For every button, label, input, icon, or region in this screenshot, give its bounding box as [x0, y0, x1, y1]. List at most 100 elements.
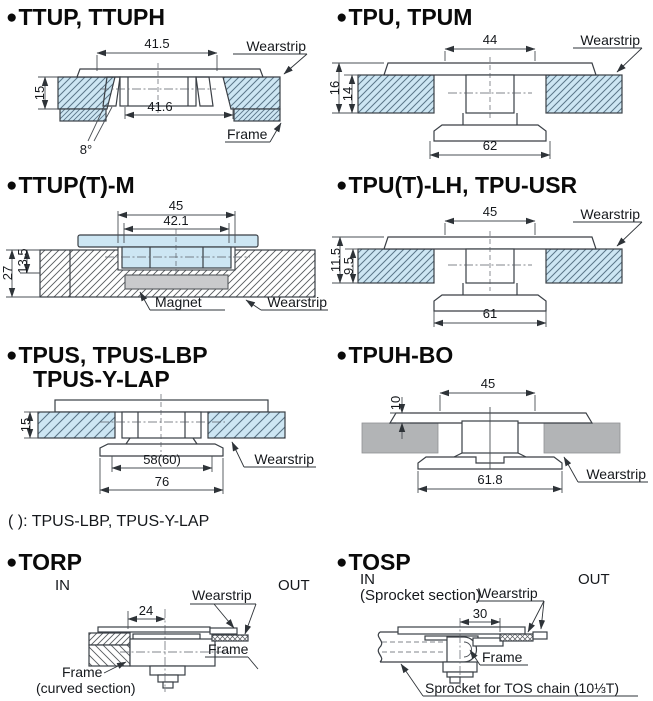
svg-text:Frame: Frame	[482, 649, 523, 665]
svg-text:(curved section): (curved section)	[36, 680, 136, 696]
section-title: ●TPU(T)-LH, TPU-USR	[330, 168, 653, 197]
svg-text:42.1: 42.1	[163, 213, 188, 228]
svg-text:Wearstrip: Wearstrip	[580, 32, 640, 48]
svg-text:45: 45	[483, 204, 497, 219]
svg-text:11.5: 11.5	[330, 248, 343, 272]
section-title: ●TOSP	[330, 545, 653, 574]
dimension-height-outer: 16	[330, 62, 384, 114]
frame-curved-block	[88, 632, 131, 667]
svg-text:Wearstrip: Wearstrip	[246, 38, 306, 54]
frame-label: Frame	[205, 641, 259, 670]
diagram-tpuhbo: 45 10 61.8 Wearstrip	[361, 376, 648, 494]
wearstrip-label: Wearstrip	[573, 206, 643, 247]
dimension-top-width: 41.5	[96, 36, 218, 72]
section-tosp: ●TOSP IN (Sprocket section) OUT	[330, 545, 653, 701]
dimension-top-width: 45	[439, 376, 536, 412]
svg-text:13.5: 13.5	[15, 249, 30, 274]
bullet-icon: ●	[6, 345, 18, 366]
frame-left	[57, 76, 116, 122]
wearstrip-out-strip	[209, 627, 249, 642]
wearstrip-right	[207, 411, 286, 439]
dimension-height: 15	[18, 411, 40, 439]
svg-text:27: 27	[0, 266, 15, 280]
bullet-icon: ●	[336, 175, 348, 196]
section-title: ●TPU, TPUM	[330, 0, 653, 29]
diagram-tpu: 44 16 14 62 Wearstrip	[330, 32, 643, 160]
svg-text:Wearstrip: Wearstrip	[478, 585, 538, 601]
svg-text:15: 15	[32, 86, 47, 100]
svg-text:Frame: Frame	[208, 641, 249, 657]
dimension-top-width: 44	[444, 32, 536, 62]
svg-text:24: 24	[139, 603, 153, 618]
bullet-icon: ●	[336, 7, 348, 28]
chain-profile	[388, 407, 594, 470]
dimension-height-inner: 13.5	[15, 249, 40, 274]
dimension-height-inner: 9.5	[341, 248, 358, 284]
dimension-inner-width: 58(60)	[111, 452, 213, 472]
dimension-height: 10	[388, 396, 410, 440]
section-title-text: TPU, TPUM	[348, 4, 473, 30]
svg-text:76: 76	[155, 474, 169, 489]
wearstrip-label: Wearstrip	[231, 441, 316, 468]
section-torp: ●TORP IN OUT	[0, 545, 330, 701]
section-title-text-line2: TPUS-Y-LAP	[33, 366, 170, 393]
dimension-inner-width: 42.1	[123, 213, 230, 244]
dimension-height-inner: 14	[340, 74, 358, 114]
frame-curved-label: Frame (curved section)	[36, 661, 136, 696]
footnote: ( ): TPUS-LBP, TPUS-Y-LAP	[8, 513, 209, 530]
section-ttup: ●TTUP, TTUPH	[0, 0, 330, 168]
svg-text:61: 61	[483, 306, 497, 321]
wearstrip-and-chain-profile	[76, 63, 264, 114]
dimension-height: 15	[32, 76, 58, 110]
chain-top-plate	[54, 399, 269, 413]
bullet-icon: ●	[6, 552, 18, 573]
section-title-text: TPU(T)-LH, TPU-USR	[348, 172, 578, 198]
frame-label: Frame	[225, 122, 282, 143]
section-title-text: TTUP(T)-M	[18, 172, 135, 198]
section-title: ●TPUH-BO	[330, 338, 653, 367]
frame-right	[222, 76, 281, 122]
dimension-width: 24	[127, 603, 166, 630]
wearstrip-label: Wearstrip	[190, 587, 257, 635]
dimension-top-width: 45	[444, 204, 536, 236]
wearstrip-right	[545, 74, 623, 114]
diagram-ttupm: 45 42.1 27 13.5 Magnet Wearst	[0, 198, 328, 311]
svg-text:62: 62	[483, 138, 497, 153]
wearstrip-out-strip	[499, 631, 548, 642]
svg-text:41.5: 41.5	[144, 36, 169, 51]
svg-text:10: 10	[388, 396, 403, 410]
section-title-text: TORP	[18, 549, 82, 575]
wearstrip-left	[361, 422, 439, 454]
svg-text:Frame: Frame	[227, 126, 268, 142]
section-title-text: TOSP	[348, 549, 411, 575]
sprocket-section	[397, 618, 526, 687]
dimension-bottom-width: 61.8	[417, 471, 563, 494]
wearstrip-label: Wearstrip	[563, 456, 648, 483]
dimension-width: 30	[459, 606, 501, 633]
section-title-text: TPUH-BO	[348, 342, 454, 368]
dimension-bottom-width: 41.6	[124, 99, 234, 120]
wearstrip-label: Wearstrip	[573, 32, 643, 73]
in-label: IN	[360, 574, 375, 588]
section-tpu: ●TPU, TPUM	[330, 0, 653, 168]
svg-text:45: 45	[169, 198, 183, 213]
dimension-bottom-width: 61	[433, 306, 547, 328]
wearstrip-left	[357, 248, 435, 284]
section-title-text: TPUS, TPUS-LBP	[18, 342, 208, 368]
magnet-label: Magnet	[139, 291, 225, 311]
svg-text:Wearstrip: Wearstrip	[580, 206, 640, 222]
in-sub-label: (Sprocket section)	[360, 587, 481, 604]
frame-label: Frame	[469, 649, 528, 666]
diagram-torp: IN OUT 24 Wearstrip	[36, 577, 310, 696]
section-ttupm: ●TTUP(T)-M	[0, 168, 330, 338]
wearstrip-label: Wearstrip	[245, 294, 328, 311]
svg-text:44: 44	[483, 32, 497, 47]
diagram-tpulh: 45 11.5 9.5 61 Wearstrip	[330, 204, 643, 328]
svg-text:Magnet: Magnet	[155, 294, 202, 310]
diagram-ttup: 41.5 41.6 15 8° Wearstrip Frame	[32, 36, 308, 157]
chain-top-plate	[77, 229, 259, 276]
svg-text:14: 14	[340, 87, 355, 101]
bullet-icon: ●	[336, 345, 348, 366]
dimension-top-width: 45	[117, 198, 236, 244]
